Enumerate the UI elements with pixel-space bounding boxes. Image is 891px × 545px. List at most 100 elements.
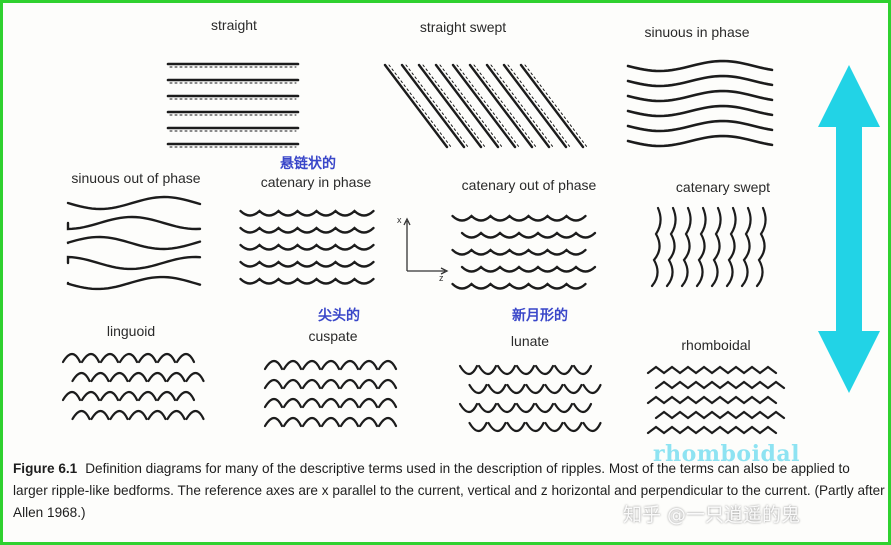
bedform-arc: [339, 378, 360, 390]
bedform-arc: [377, 416, 398, 428]
catenary-crest: [451, 248, 587, 256]
bedform-arc: [358, 416, 379, 428]
bedform-arc: [496, 402, 517, 414]
pattern-catenary-in-phase: [239, 209, 375, 285]
bedform-arc: [61, 352, 82, 364]
bedform-arc: [525, 383, 545, 395]
crest-line: [400, 63, 466, 149]
bedform-arc: [320, 359, 341, 371]
rhomboid-crest: [646, 365, 778, 375]
label-straight-swept: straight swept: [419, 19, 507, 35]
crest-shadow: [456, 64, 520, 148]
bedform-arc: [128, 371, 148, 383]
bedform-arc: [301, 359, 322, 371]
bedform-arc: [468, 383, 488, 395]
bedform-arc: [358, 397, 379, 409]
bedform-arc: [358, 378, 379, 390]
catenary-crest: [239, 260, 375, 268]
axis-z-label: z: [439, 273, 444, 281]
rhomboid-crest: [646, 395, 778, 405]
bedform-arc: [506, 383, 526, 395]
bedform-arc: [301, 416, 322, 428]
bedform-arc: [263, 397, 284, 409]
bedform-arc: [61, 390, 82, 402]
bedform-arc: [339, 397, 360, 409]
swept-crest: [650, 206, 662, 288]
crest-line: [626, 89, 774, 103]
bedform-arc: [301, 397, 322, 409]
bedform-arc: [544, 421, 564, 433]
pattern-catenary-swept: [650, 206, 767, 288]
bedform-arc: [137, 390, 158, 402]
bedform-arc: [263, 416, 284, 428]
bedform-arc: [515, 402, 536, 414]
bedform-arc: [90, 371, 110, 383]
label-sinuous-in-phase: sinuous in phase: [644, 24, 750, 40]
bedform-arc: [175, 390, 196, 402]
bedform-arc: [477, 402, 498, 414]
crest-line: [451, 63, 517, 149]
annotation-lunate-zh: 新月形的: [512, 308, 568, 324]
bedform-arc: [534, 364, 555, 376]
bedform-arc: [156, 352, 177, 364]
figure-number: Figure 6.1: [13, 461, 78, 476]
crest-line: [468, 63, 534, 149]
catenary-crest: [239, 226, 375, 234]
bedform-arc: [339, 416, 360, 428]
swept-crest: [740, 206, 752, 288]
bedform-arc: [477, 364, 498, 376]
pattern-sinuous-out-of-phase: [66, 195, 202, 291]
bedform-arc: [282, 397, 303, 409]
crest-line: [66, 235, 202, 251]
pattern-straight-swept: [383, 63, 588, 149]
label-cuspate: cuspate: [308, 328, 358, 344]
label-catenary-out-of-phase: catenary out of phase: [461, 177, 597, 193]
pattern-sinuous-in-phase: [626, 59, 774, 148]
crest-shadow: [490, 64, 554, 148]
bedform-arc: [358, 359, 379, 371]
crest-line: [417, 63, 483, 149]
bedform-arc: [553, 402, 574, 414]
bedform-arc: [99, 352, 120, 364]
bedform-arc: [128, 409, 148, 421]
catenary-crest: [451, 282, 587, 290]
catenary-crest: [460, 265, 597, 273]
bedform-arc: [582, 421, 602, 433]
bedform-arc: [377, 397, 398, 409]
bedform-arc: [534, 402, 555, 414]
bedform-arc: [185, 409, 205, 421]
catenary-crest: [239, 209, 375, 217]
crest-line: [485, 63, 551, 149]
bedform-arc: [71, 371, 91, 383]
bedform-arc: [487, 383, 507, 395]
rhomboid-crest: [654, 380, 786, 390]
pattern-straight: [166, 62, 300, 148]
bedform-arc: [137, 352, 158, 364]
bedform-arc: [506, 421, 526, 433]
watermark: 知乎 @一只逍遥的鬼: [623, 504, 801, 526]
bedform-arc: [458, 402, 479, 414]
bedform-arc: [263, 359, 284, 371]
bedform-arc: [147, 371, 167, 383]
crest-line: [626, 134, 774, 148]
bedform-arc: [320, 378, 341, 390]
bedform-arc: [71, 409, 91, 421]
bedform-arc: [572, 402, 593, 414]
bedform-arc: [320, 397, 341, 409]
crest-shadow: [422, 64, 486, 148]
swept-crest: [710, 206, 722, 288]
pattern-cuspate: [263, 359, 398, 428]
bedform-arc: [282, 416, 303, 428]
crest-shadow: [524, 64, 588, 148]
bedform-arc: [109, 409, 129, 421]
crest-line: [66, 275, 202, 291]
crest-line: [66, 195, 202, 211]
label-straight: straight: [211, 17, 257, 33]
bedform-arc: [80, 352, 101, 364]
bedform-arc: [487, 421, 507, 433]
bedform-arc: [582, 383, 602, 395]
rhomboid-crest: [646, 425, 778, 435]
swept-crest: [695, 206, 707, 288]
crest-line: [626, 104, 774, 118]
